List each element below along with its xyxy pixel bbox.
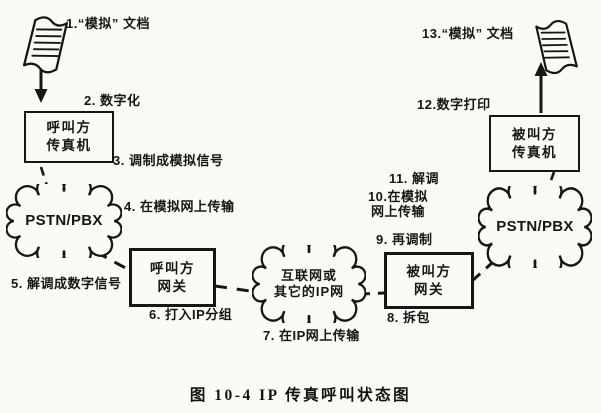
link-gateway-to-ip-cloud bbox=[214, 284, 258, 294]
called-gateway-box: 被叫方 网关 bbox=[384, 252, 474, 309]
step-7-label: 7. 在IP网上传输 bbox=[263, 328, 360, 343]
document-icon bbox=[535, 20, 578, 75]
calling-gateway-box: 呼叫方 网关 bbox=[129, 248, 216, 307]
step-13-label: 13.“模拟” 文档 bbox=[422, 26, 514, 41]
ip-network-cloud: 互联网或 其它的IP网 bbox=[252, 245, 366, 323]
step-8-label: 8. 拆包 bbox=[387, 310, 430, 325]
step-1-label: 1.“模拟” 文档 bbox=[66, 16, 150, 31]
pstn-right-cloud: PSTN/PBX bbox=[478, 186, 592, 268]
step-10-label: 10.在模拟 网上传输 bbox=[367, 189, 429, 219]
pstn-left-label: PSTN/PBX bbox=[25, 211, 103, 229]
pstn-right-label: PSTN/PBX bbox=[496, 217, 574, 235]
pstn-left-cloud: PSTN/PBX bbox=[6, 184, 122, 258]
step-11-label: 11. 解调 bbox=[389, 171, 439, 186]
step-5-label: 5. 解调成数字信号 bbox=[11, 276, 122, 291]
ip-network-label: 互联网或 其它的IP网 bbox=[273, 267, 345, 299]
step-3-label: 3. 调制成模拟信号 bbox=[113, 153, 224, 168]
step-2-label: 2. 数字化 bbox=[84, 93, 141, 108]
cloud-shape bbox=[252, 245, 366, 323]
step-6-label: 6. 打入IP分组 bbox=[149, 307, 233, 322]
called-fax-box: 被叫方 传真机 bbox=[489, 115, 580, 172]
step-4-label: 4. 在模拟网上传输 bbox=[124, 199, 235, 214]
figure-caption: 图 10-4 IP 传真呼叫状态图 bbox=[189, 387, 412, 404]
step-12-label: 12.数字打印 bbox=[417, 97, 491, 112]
document-icon bbox=[22, 16, 68, 74]
cloud-shape bbox=[478, 186, 592, 268]
cloud-shape bbox=[6, 184, 122, 258]
calling-fax-box: 呼叫方 传真机 bbox=[24, 111, 114, 163]
step-9-label: 9. 再调制 bbox=[376, 232, 433, 247]
